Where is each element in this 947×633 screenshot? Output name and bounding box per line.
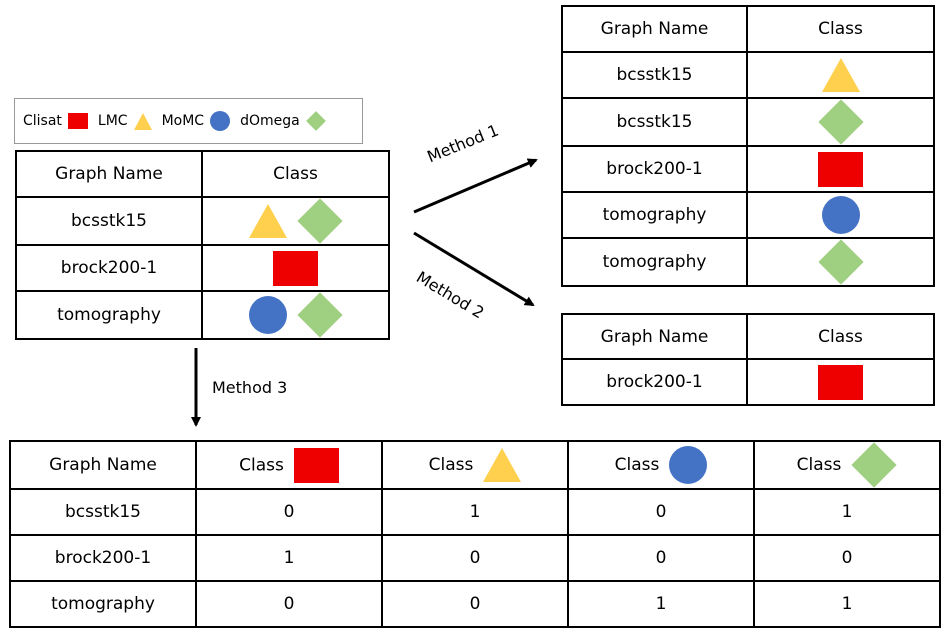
circle-icon [821, 196, 860, 234]
square-icon [67, 113, 88, 129]
header-class-diamond: Class [753, 440, 941, 490]
cell-graph-name: brock200-1 [9, 534, 197, 582]
cell-value: 0 [753, 534, 941, 582]
header-graph-name: Graph Name [561, 5, 748, 53]
cell-value: 0 [567, 488, 755, 536]
cell-class [746, 191, 935, 239]
original-table: Graph Name Class bcsstk15 brock200-1 tom… [15, 150, 390, 340]
triangle-icon [133, 112, 152, 130]
triangle-icon [483, 448, 522, 482]
cell-value: 1 [567, 580, 755, 628]
circle-icon [210, 111, 231, 131]
legend-label-lmc: LMC [97, 113, 128, 129]
cell-value: 0 [195, 488, 383, 536]
cell-graph-name: bcsstk15 [561, 51, 748, 99]
cell-value: 0 [381, 580, 569, 628]
cell-class [746, 237, 935, 287]
cell-value: 1 [195, 534, 383, 582]
cell-class [746, 145, 935, 193]
header-class-triangle: Class [381, 440, 569, 490]
header-class: Class [746, 5, 935, 53]
triangle-icon [248, 204, 287, 238]
method1-table: Graph Name Class bcsstk15 bcsstk15 brock… [561, 5, 935, 287]
cell-graph-name: bcsstk15 [9, 488, 197, 536]
header-class-circle: Class [567, 440, 755, 490]
triangle-icon [821, 58, 860, 92]
circle-icon [248, 296, 287, 334]
header-class-label: Class [614, 455, 660, 475]
header-class-label: Class [796, 455, 842, 475]
cell-class [746, 51, 935, 99]
cell-class [201, 244, 390, 292]
cell-graph-name: tomography [9, 580, 197, 628]
cell-graph-name: tomography [561, 237, 748, 287]
cell-class [201, 196, 390, 246]
square-icon [818, 364, 863, 400]
legend: Clisat LMC MoMC dOmega [14, 98, 363, 144]
cell-graph-name: brock200-1 [561, 358, 748, 406]
method3-label: Method 3 [212, 378, 288, 397]
header-class-label: Class [428, 455, 474, 475]
header-graph-name: Graph Name [15, 150, 203, 198]
circle-icon [669, 446, 708, 484]
square-icon [818, 151, 863, 187]
cell-value: 1 [753, 488, 941, 536]
cell-graph-name: tomography [15, 290, 203, 340]
legend-label-domega: dOmega [240, 113, 300, 129]
cell-value: 1 [381, 488, 569, 536]
header-class: Class [201, 150, 390, 198]
cell-class [746, 97, 935, 147]
legend-label-clisat: Clisat [23, 113, 62, 129]
square-icon [273, 250, 318, 286]
cell-graph-name: bcsstk15 [561, 97, 748, 147]
square-icon [293, 447, 339, 483]
header-graph-name: Graph Name [561, 313, 748, 360]
cell-value: 1 [753, 580, 941, 628]
header-graph-name: Graph Name [9, 440, 197, 490]
method2-table: Graph Name Class brock200-1 [561, 313, 935, 406]
method1-arrow [413, 158, 538, 214]
method3-table: Graph Name Class Class Class Class bcsst… [9, 440, 941, 628]
cell-class [746, 358, 935, 406]
cell-graph-name: tomography [561, 191, 748, 239]
cell-class [201, 290, 390, 340]
cell-graph-name: bcsstk15 [15, 196, 203, 246]
header-class-square: Class [195, 440, 383, 490]
cell-value: 0 [567, 534, 755, 582]
method2-arrow [413, 231, 535, 307]
legend-label-momc: MoMC [161, 113, 205, 129]
header-class-label: Class [239, 455, 284, 475]
header-class: Class [746, 313, 935, 360]
cell-value: 0 [195, 580, 383, 628]
cell-graph-name: brock200-1 [15, 244, 203, 292]
cell-value: 0 [381, 534, 569, 582]
cell-graph-name: brock200-1 [561, 145, 748, 193]
